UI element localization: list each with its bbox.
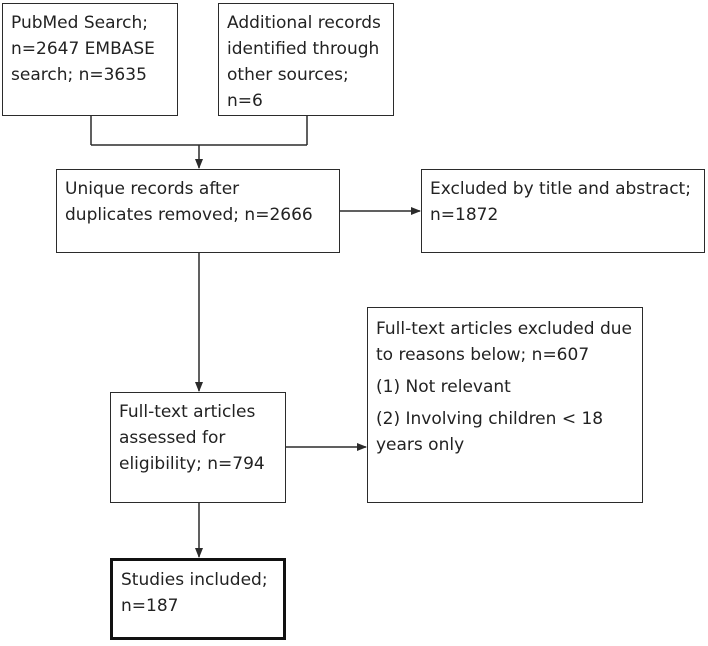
excluded-title-abstract-text: Excluded by title and abstract; n=1872 [430,179,691,225]
studies-included-text: Studies included; n=187 [121,570,268,616]
fulltext-assessed-box: Full-text articles assessed for eligibil… [110,392,286,503]
additional-records-box: Additional records identified through ot… [218,3,394,116]
excluded-title-abstract-box: Excluded by title and abstract; n=1872 [421,169,705,253]
unique-records-text: Unique records after duplicates removed;… [65,179,313,225]
pubmed-search-text: PubMed Search; n=2647 EMBASE search; n=3… [11,13,155,85]
unique-records-box: Unique records after duplicates removed;… [56,169,340,253]
fulltext-excluded-heading: Full-text articles excluded due to reaso… [376,319,632,365]
exclusion-reason-2: (2) Involving children < 18 years only [376,409,604,455]
exclusion-reason-1: (1) Not relevant [376,377,511,397]
pubmed-search-box: PubMed Search; n=2647 EMBASE search; n=3… [2,3,178,116]
studies-included-box: Studies included; n=187 [110,558,286,640]
additional-records-text: Additional records identified through ot… [227,13,381,111]
fulltext-excluded-box: Full-text articles excluded due to reaso… [367,307,643,503]
fulltext-assessed-text: Full-text articles assessed for eligibil… [119,402,265,474]
